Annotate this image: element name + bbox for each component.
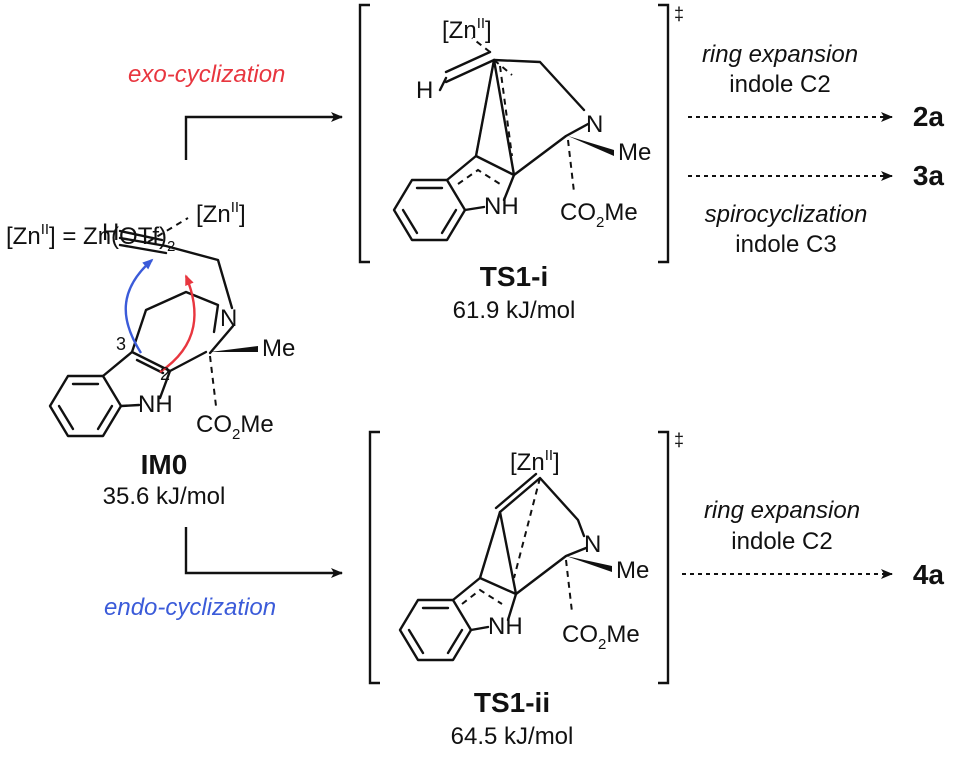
im0-ester-label: CO2Me (196, 411, 274, 443)
ts1-i-h-label: H (416, 77, 433, 104)
ts1-ii-nh-label: NH (488, 613, 523, 640)
outcome-2-site: indole C3 (735, 231, 836, 258)
im0-name: IM0 (141, 449, 188, 480)
product-2a: 2a (913, 101, 945, 132)
im0-nh-label: NH (138, 391, 173, 418)
product-3a: 3a (913, 160, 945, 191)
im0-structure (48, 217, 258, 438)
ts1-ii-energy: 64.5 kJ/mol (451, 723, 574, 750)
ts1-ii-zn-label: [ZnII] (510, 447, 560, 476)
endo-arrow (184, 527, 343, 578)
im0-position-3: 3 (116, 334, 126, 354)
ts1-i-name: TS1-i (480, 261, 548, 292)
exo-arrow (184, 112, 343, 160)
ts1-ii-ester-label: CO2Me (562, 621, 640, 653)
ts1-i-energy: 61.9 kJ/mol (453, 297, 576, 324)
ts1-i-me-label: Me (618, 139, 651, 166)
ts1-i-brackets (358, 3, 670, 264)
outcome-2-mode: spirocyclization (705, 201, 868, 228)
im0-me-label: Me (262, 335, 295, 362)
exo-label: exo-cyclization (128, 61, 285, 88)
ts1-ii-structure (398, 472, 612, 662)
im0-zn-label: [ZnII] (196, 199, 246, 228)
outcome-3-site: indole C2 (731, 528, 832, 555)
endo-label: endo-cyclization (104, 594, 276, 621)
im0-n-label: N (220, 305, 237, 332)
outcome-1-site: indole C2 (729, 71, 830, 98)
ts1-ii-brackets (368, 430, 670, 685)
ts1-i-nh-label: NH (484, 193, 519, 220)
ts1-i-ester-label: CO2Me (560, 199, 638, 231)
ts1-ii-dagger: ‡ (674, 430, 684, 450)
ts1-ii-me-label: Me (616, 557, 649, 584)
product-4a: 4a (913, 559, 945, 590)
ts1-i-dagger: ‡ (674, 4, 684, 24)
ts1-ii-name: TS1-ii (474, 687, 550, 718)
im0-energy: 35.6 kJ/mol (103, 483, 226, 510)
ts1-ii-n-label: N (584, 531, 601, 558)
outcome-1-mode: ring expansion (702, 41, 858, 68)
ts1-i-zn-label: [ZnII] (442, 15, 492, 44)
outcome-3-mode: ring expansion (704, 497, 860, 524)
ts1-i-structure (392, 37, 614, 242)
ts1-i-n-label: N (586, 111, 603, 138)
im0-h-label: H (102, 219, 119, 246)
im0-position-2: 2 (160, 364, 170, 384)
